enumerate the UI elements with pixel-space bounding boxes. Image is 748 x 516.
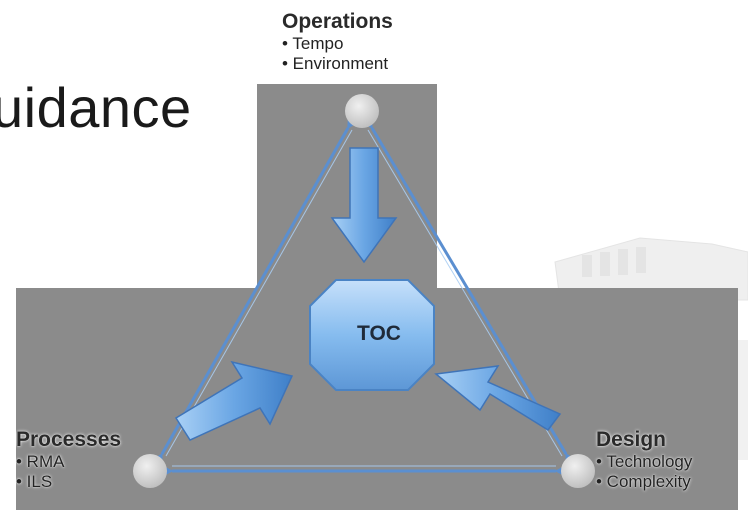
design-title: Design (596, 428, 667, 451)
arrow-design-to-toc (434, 365, 562, 431)
operations-item-environment: • Environment (282, 53, 389, 73)
arrow-operations-to-toc (330, 147, 398, 264)
node-operations-circle (345, 94, 379, 128)
design-item-technology: • Technology (596, 452, 693, 472)
edge-operations-processes (148, 112, 362, 470)
edge-operations-design (358, 112, 580, 470)
operations-title: Operations (282, 10, 393, 33)
node-design-circle (561, 454, 595, 488)
design-label-group: Design • Technology • Complexity (596, 428, 692, 491)
toc-label: TOC (357, 322, 401, 345)
processes-label-group: Processes • RMA • ILS (16, 428, 121, 491)
design-item-complexity: • Complexity (596, 471, 691, 491)
node-processes-circle (133, 454, 167, 488)
toc-octagon (309, 279, 435, 391)
operations-label-group: Operations • Tempo • Environment (282, 10, 393, 73)
arrow-processes-to-toc (174, 360, 294, 441)
triangle-edges (148, 112, 580, 479)
operations-item-tempo: • Tempo (282, 34, 344, 54)
processes-item-ils: • ILS (16, 471, 53, 491)
processes-item-rma: • RMA (16, 452, 65, 472)
processes-title: Processes (16, 428, 122, 451)
